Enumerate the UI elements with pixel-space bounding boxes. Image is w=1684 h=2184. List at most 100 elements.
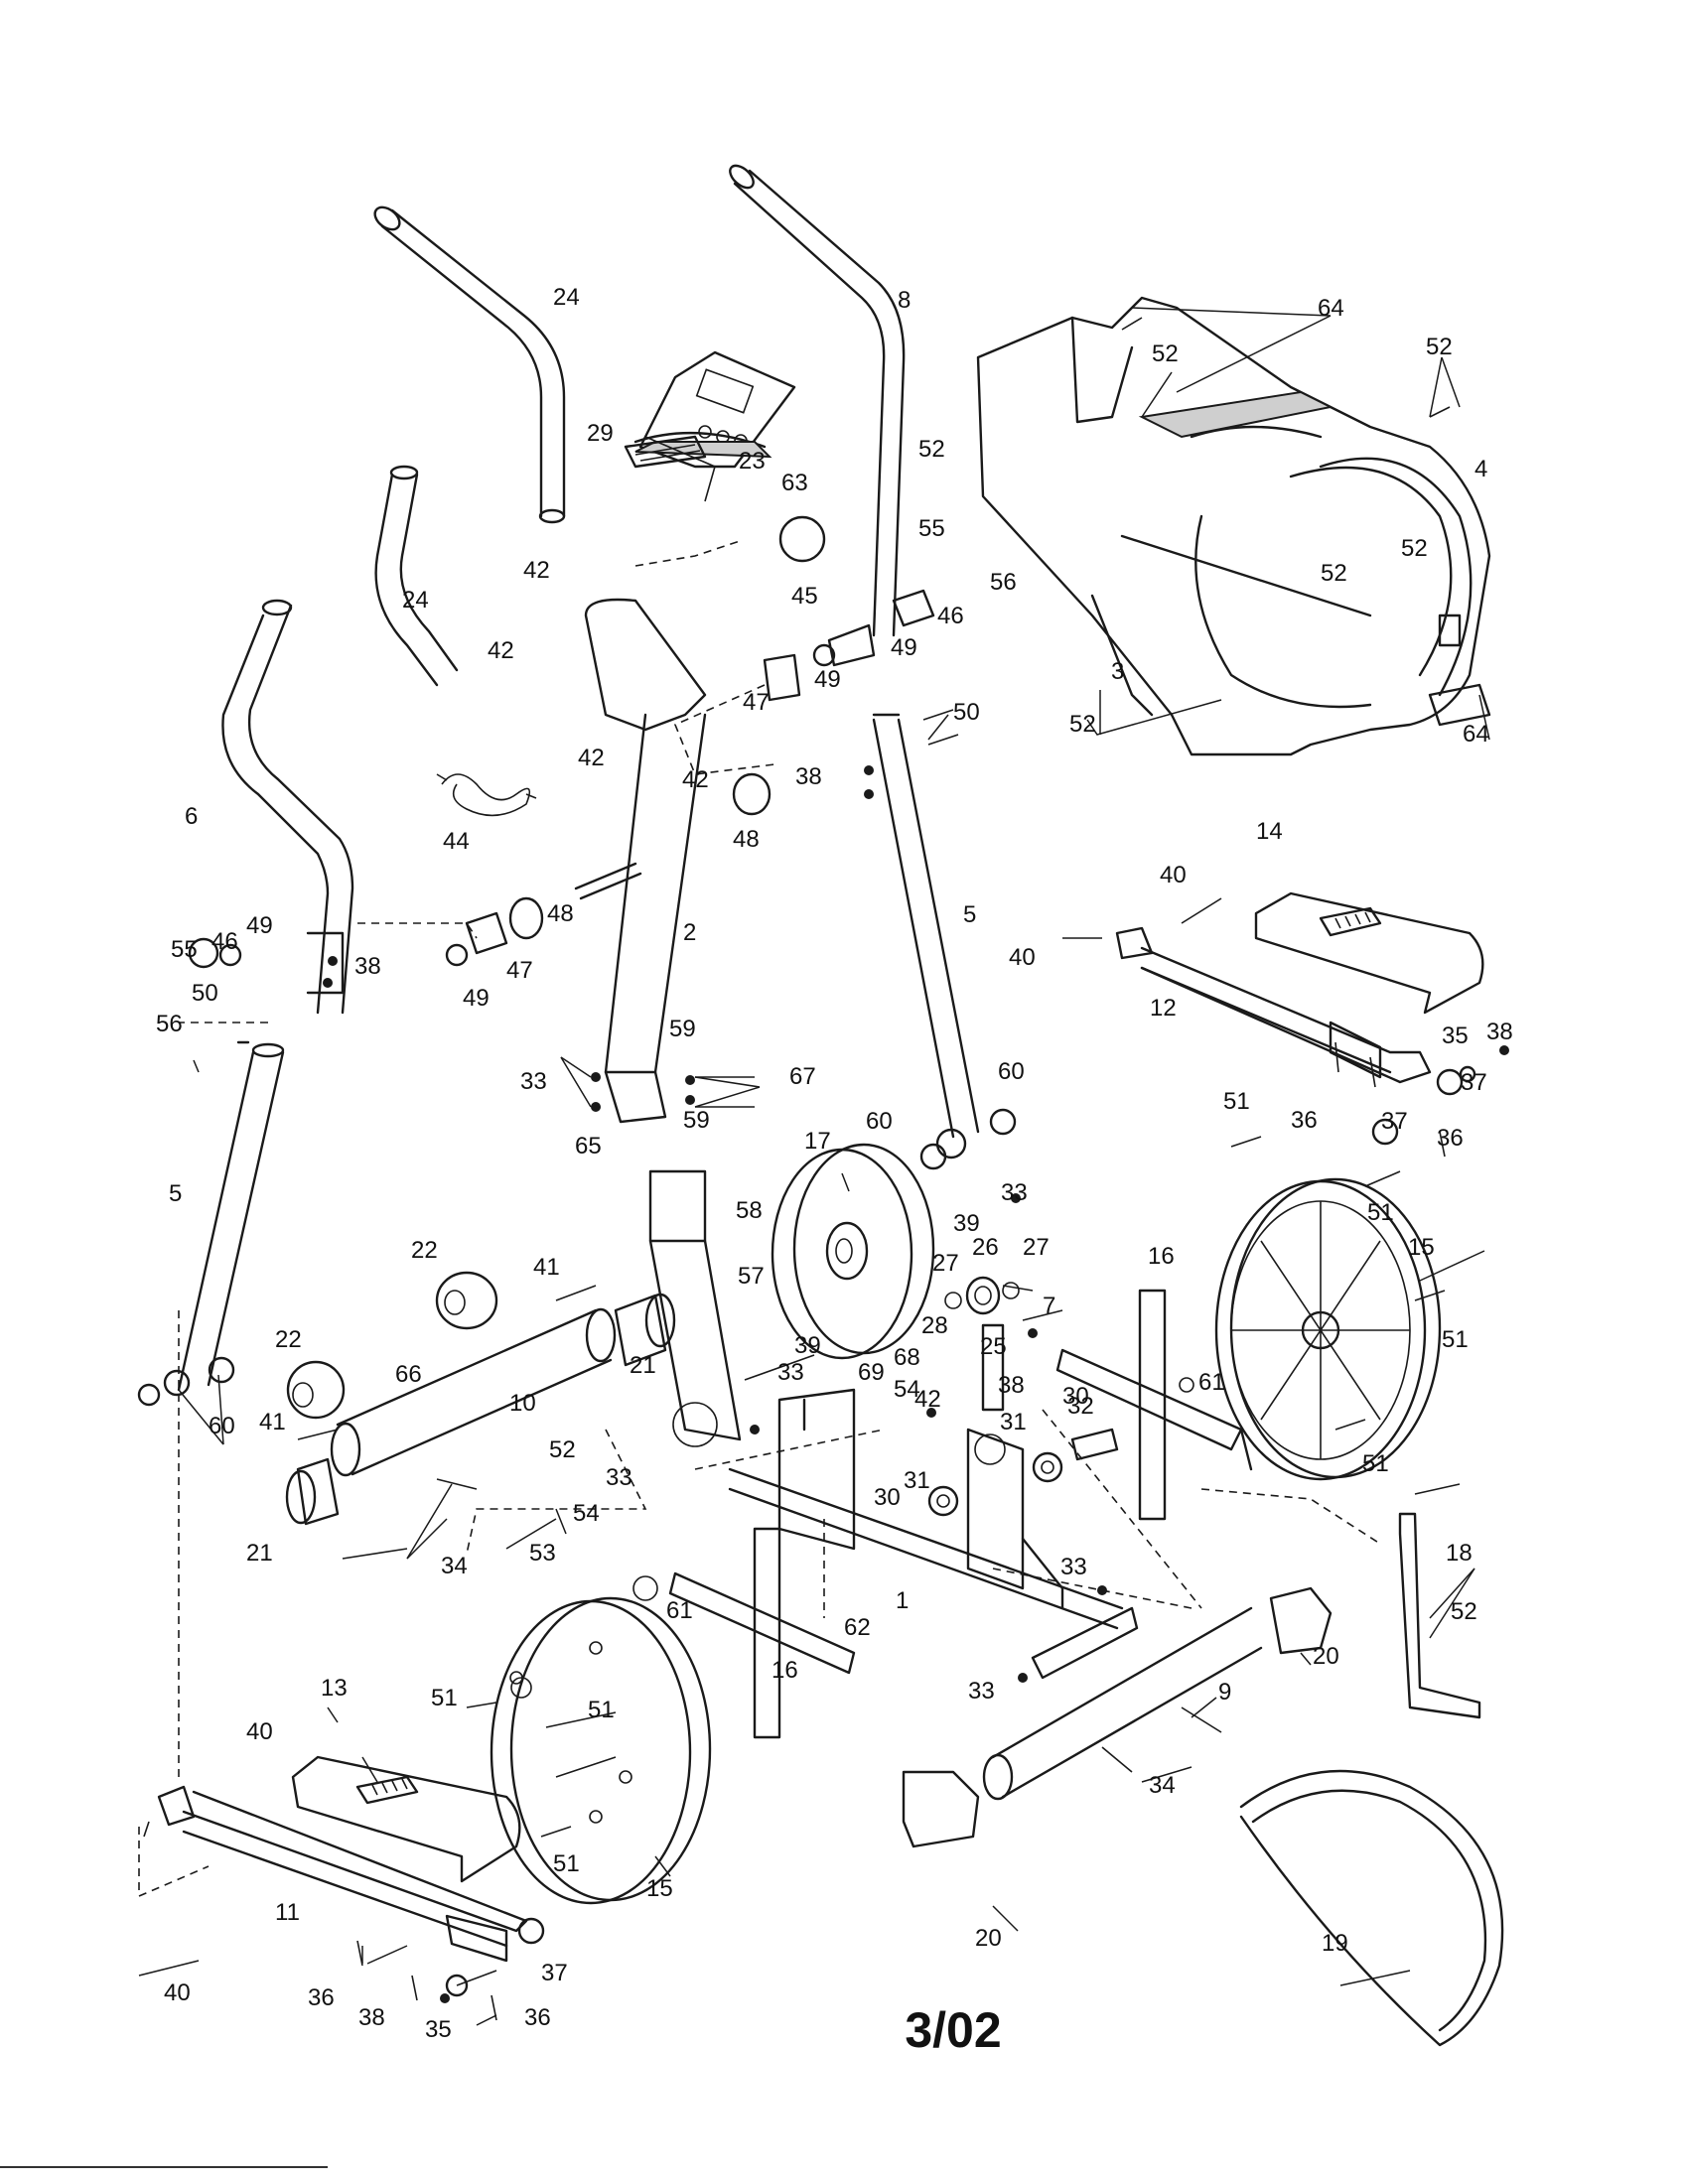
callout-label: 6 [185, 803, 198, 830]
callout-label: 14 [1256, 818, 1283, 845]
front-stabilizer [632, 1527, 856, 1739]
callout-label: 56 [990, 569, 1017, 596]
callout-label: 67 [789, 1063, 816, 1090]
left-pedal-arm [157, 1785, 545, 1997]
callout-label: 21 [246, 1540, 273, 1567]
callout-label: 31 [904, 1467, 930, 1494]
callout-label: 48 [547, 900, 574, 927]
callout-label: 52 [1069, 711, 1096, 738]
callout-label: 49 [463, 985, 490, 1012]
callout-label: 55 [918, 515, 945, 542]
callout-label: 35 [425, 2016, 452, 2043]
callout-label: 40 [1009, 944, 1036, 971]
callout-label: 38 [1486, 1019, 1513, 1045]
callout-label: 59 [669, 1016, 696, 1042]
callout-label: 26 [972, 1234, 999, 1261]
callout-label: 39 [794, 1332, 821, 1359]
callout-label: 49 [891, 634, 917, 661]
callout-label: 56 [156, 1011, 183, 1037]
callout-label: 46 [937, 603, 964, 629]
callout-label: 61 [666, 1597, 693, 1624]
callout-label: 16 [1148, 1243, 1175, 1270]
callout-label: 66 [395, 1361, 422, 1388]
callout-label: 51 [1442, 1326, 1469, 1353]
callout-label: 2 [683, 919, 696, 946]
callout-label: 37 [1381, 1108, 1408, 1135]
callout-label: 35 [1442, 1023, 1469, 1049]
callout-label: 42 [578, 745, 605, 771]
callout-label: 63 [781, 470, 808, 496]
callout-label: 60 [866, 1108, 893, 1135]
left-flywheel [490, 1596, 712, 1905]
callout-label: 33 [968, 1678, 995, 1705]
callout-label: 34 [441, 1553, 468, 1579]
callout-label: 38 [795, 763, 822, 790]
callout-label: 45 [791, 583, 818, 610]
upper-handlebar-lower [374, 465, 459, 687]
callout-label: 30 [874, 1484, 901, 1511]
footer-rule [0, 2166, 328, 2168]
callout-label: 10 [509, 1390, 536, 1417]
callout-label: 39 [953, 1210, 980, 1237]
callout-label: 51 [553, 1850, 580, 1877]
console [633, 350, 826, 563]
callout-label: 38 [354, 953, 381, 980]
rear-stabilizer [1055, 1289, 1253, 1521]
callout-label: 27 [1023, 1234, 1050, 1261]
page-code: 3/02 [905, 2002, 1002, 2058]
callout-label: 33 [520, 1068, 547, 1095]
callout-label: 47 [506, 957, 533, 984]
callout-label: 36 [524, 2004, 551, 2031]
callout-label: 62 [844, 1614, 871, 1641]
drive-pulley [771, 1143, 935, 1360]
callout-label: 9 [1218, 1679, 1231, 1706]
callout-label: 51 [1367, 1199, 1394, 1226]
callout-label: 17 [804, 1128, 831, 1155]
right-pedal [1254, 891, 1484, 1015]
callout-label: 51 [588, 1697, 615, 1723]
callout-label: 22 [411, 1237, 438, 1264]
callout-label: 34 [1149, 1772, 1176, 1799]
callout-label: 49 [814, 666, 841, 693]
console-cable [436, 773, 537, 817]
right-pedal-arm [1115, 926, 1476, 1146]
callout-label: 55 [171, 936, 198, 963]
right-flywheel [1214, 1177, 1442, 1481]
callout-label: 42 [488, 637, 514, 664]
callout-label: 23 [739, 448, 766, 475]
front-crossbar [285, 1271, 676, 1526]
callout-label: 28 [921, 1312, 948, 1339]
callout-label: 5 [169, 1180, 182, 1207]
callout-label: 53 [529, 1540, 556, 1567]
callout-label: 42 [914, 1386, 941, 1413]
callout-label: 41 [259, 1409, 286, 1435]
callout-label: 40 [164, 1979, 191, 2006]
callout-label: 59 [683, 1107, 710, 1134]
rear-stabilizer-tube [902, 1586, 1333, 1848]
callout-label: 36 [1291, 1107, 1318, 1134]
callout-label: 33 [1060, 1554, 1087, 1580]
callout-label: 12 [1150, 995, 1177, 1022]
callout-label: 52 [549, 1436, 576, 1463]
shroud-assembly [976, 296, 1491, 756]
callout-label: 40 [246, 1718, 273, 1745]
callout-label: 29 [587, 420, 614, 447]
callout-label: 44 [443, 828, 470, 855]
callout-label: 64 [1318, 295, 1344, 322]
callout-label: 27 [932, 1250, 959, 1277]
callout-label: 31 [1000, 1409, 1027, 1435]
callout-label: 16 [772, 1657, 798, 1684]
callout-label: 24 [402, 587, 429, 614]
callout-label: 48 [733, 826, 760, 853]
callout-label: 33 [777, 1359, 804, 1386]
left-pedal [291, 1755, 521, 1883]
upper-handlebar-left [373, 205, 566, 524]
callout-label: 22 [275, 1326, 302, 1353]
callout-label: 40 [1160, 862, 1187, 888]
callout-label: 52 [1401, 535, 1428, 562]
callout-label: 30 [1062, 1383, 1089, 1410]
callout-label: 49 [246, 912, 273, 939]
callout-label: 46 [211, 928, 238, 955]
